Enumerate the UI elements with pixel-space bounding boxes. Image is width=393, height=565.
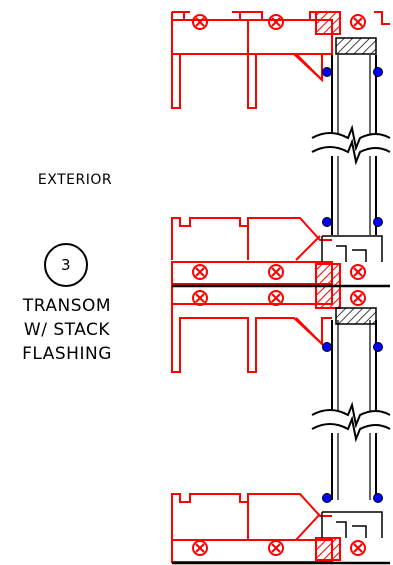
setting-blocks [335,37,377,325]
exterior-label: EXTERIOR [37,172,113,188]
thermal-breaks [315,11,341,561]
glazing-pockets [321,235,383,538]
transom-lower-frame [171,304,332,373]
screw-bosses [192,14,366,556]
head-frame [171,11,390,109]
title-line-1: TRANSOM [22,296,112,316]
break-lines [311,124,392,443]
detail-number: 3 [60,256,72,274]
detail-number-bubble: 3 [44,243,88,287]
title-line-3: FLASHING [22,344,112,364]
title-line-2: W/ STACK [23,320,111,340]
gaskets [322,67,383,503]
detail-title: TRANSOM W/ STACK FLASHING [2,294,132,366]
